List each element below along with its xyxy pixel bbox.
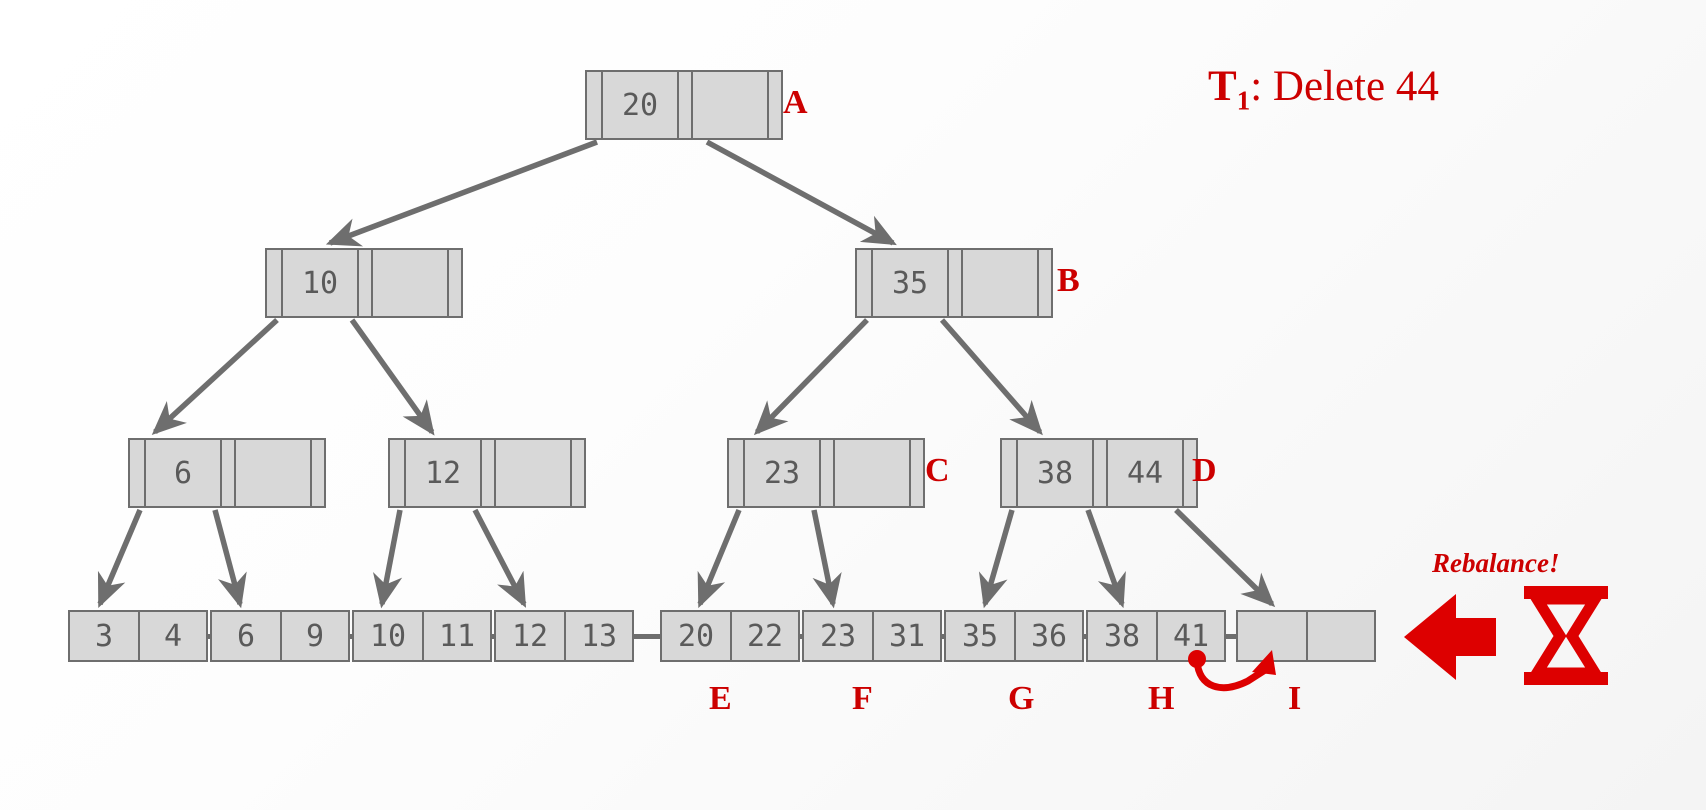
leaf-key-cell: 36 xyxy=(1014,612,1082,660)
pointer-cell xyxy=(1037,250,1051,316)
leaf-key-cell: 35 xyxy=(961,618,999,654)
key-cell xyxy=(494,440,570,506)
key-cell xyxy=(833,440,909,506)
internal-node-c[interactable]: 23 xyxy=(727,438,925,508)
key-cell xyxy=(691,72,767,138)
leaf-node-3[interactable]: 10 11 xyxy=(352,610,492,662)
leaf-label-g: G xyxy=(1008,680,1035,717)
leaf-label-i: I xyxy=(1288,680,1302,717)
leaf-key-cell: 13 xyxy=(564,612,632,660)
pointer-cell xyxy=(729,440,743,506)
leaf-label-f: F xyxy=(852,680,873,717)
leaf-link xyxy=(1214,634,1242,639)
key-cell xyxy=(234,440,310,506)
slide-title: T1: Delete 44 xyxy=(1208,62,1439,117)
leaf-node-2[interactable]: 6 9 xyxy=(210,610,350,662)
leaf-key-cell xyxy=(1238,612,1306,660)
key-cell: 23 xyxy=(743,440,819,506)
leaf-key-cell: 12 xyxy=(511,618,549,654)
leaf-key-cell: 38 xyxy=(1103,618,1141,654)
key-cell: 38 xyxy=(1016,440,1092,506)
pointer-cell xyxy=(1092,440,1106,506)
pointer-cell xyxy=(587,72,601,138)
key-cell: 35 xyxy=(871,250,947,316)
leaf-node-4[interactable]: 12 13 xyxy=(494,610,634,662)
rebalance-annotation: Rebalance! xyxy=(1432,548,1560,578)
leaf-label-h: H xyxy=(1148,680,1175,717)
key-cell: 6 xyxy=(144,440,220,506)
pointer-cell xyxy=(677,72,691,138)
leaf-label-e: E xyxy=(709,680,732,717)
pointer-cell xyxy=(447,250,461,316)
leaf-key-cell: 20 xyxy=(677,618,715,654)
leaf-node-i[interactable] xyxy=(1236,610,1376,662)
internal-node-a[interactable]: 20 xyxy=(585,70,783,140)
leaf-link xyxy=(622,634,666,639)
key-cell: 10 xyxy=(281,250,357,316)
leaf-node-1[interactable]: 3 4 xyxy=(68,610,208,662)
pointer-cell xyxy=(130,440,144,506)
leaf-key-cell: 11 xyxy=(422,612,490,660)
internal-node-d[interactable]: 38 44 xyxy=(1000,438,1198,508)
node-label-c: C xyxy=(925,452,950,489)
key-cell xyxy=(371,250,447,316)
leaf-key-cell: 9 xyxy=(280,612,348,660)
title-symbol: T xyxy=(1208,63,1237,110)
leaf-key-cell: 41 xyxy=(1156,612,1224,660)
leaf-key-cell: 3 xyxy=(94,618,114,654)
node-label-d: D xyxy=(1192,452,1217,489)
pointer-cell xyxy=(480,440,494,506)
pointer-cell xyxy=(819,440,833,506)
internal-node-l2a[interactable]: 6 xyxy=(128,438,326,508)
leaf-node-f[interactable]: 23 31 xyxy=(802,610,942,662)
key-cell: 20 xyxy=(601,72,677,138)
pointer-cell xyxy=(1002,440,1016,506)
internal-node-l1a[interactable]: 10 xyxy=(265,248,463,318)
pointer-cell xyxy=(947,250,961,316)
leaf-key-cell: 10 xyxy=(369,618,407,654)
pointer-cell xyxy=(570,440,584,506)
key-cell: 12 xyxy=(404,440,480,506)
leaf-key-cell: 6 xyxy=(236,618,256,654)
key-cell: 44 xyxy=(1106,440,1182,506)
leaf-node-h[interactable]: 38 41 xyxy=(1086,610,1226,662)
pointer-cell xyxy=(1182,440,1196,506)
key-cell xyxy=(961,250,1037,316)
pointer-cell xyxy=(909,440,923,506)
title-rest: : Delete 44 xyxy=(1250,63,1439,110)
leaf-key-cell: 22 xyxy=(730,612,798,660)
pointer-cell xyxy=(267,250,281,316)
title-subscript: 1 xyxy=(1236,85,1251,116)
leaf-key-cell: 4 xyxy=(138,612,206,660)
leaf-node-e[interactable]: 20 22 xyxy=(660,610,800,662)
pointer-cell xyxy=(857,250,871,316)
leaf-key-cell xyxy=(1306,612,1374,660)
leaf-key-cell: 23 xyxy=(819,618,857,654)
leaf-node-g[interactable]: 35 36 xyxy=(944,610,1084,662)
internal-node-b[interactable]: 35 xyxy=(855,248,1053,318)
pointer-cell xyxy=(220,440,234,506)
internal-node-l2b[interactable]: 12 xyxy=(388,438,586,508)
pointer-cell xyxy=(310,440,324,506)
pointer-cell xyxy=(390,440,404,506)
leaf-key-cell: 31 xyxy=(872,612,940,660)
pointer-cell xyxy=(357,250,371,316)
node-label-b: B xyxy=(1057,262,1080,299)
pointer-cell xyxy=(767,72,781,138)
node-label-a: A xyxy=(783,84,808,121)
